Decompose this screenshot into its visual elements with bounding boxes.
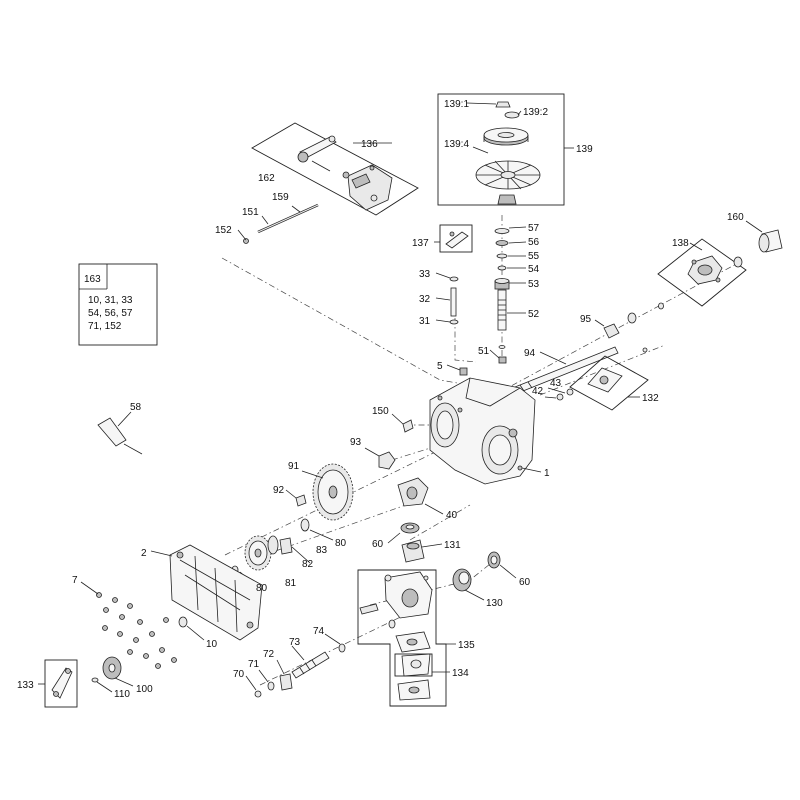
label-160: 160	[727, 212, 744, 223]
group-132	[544, 347, 649, 411]
label-83: 83	[316, 545, 328, 556]
label-152: 152	[215, 225, 232, 236]
label-139-4: 139:4	[444, 139, 469, 150]
label-42: 42	[532, 386, 544, 397]
part-150	[391, 413, 414, 433]
part-130-60	[452, 551, 517, 601]
kit-line-2: 54, 56, 57	[88, 308, 133, 319]
input-shaft-stack	[489, 226, 527, 364]
part-160	[745, 220, 783, 253]
label-40: 40	[446, 510, 458, 521]
label-91: 91	[288, 461, 300, 472]
label-55: 55	[528, 251, 540, 262]
label-159: 159	[272, 192, 289, 203]
group-137	[434, 224, 473, 253]
bolts-7	[80, 581, 177, 669]
part-110	[91, 677, 113, 693]
label-139-1: 139:1	[444, 99, 469, 110]
label-70: 70	[233, 669, 245, 680]
label-32: 32	[419, 294, 431, 305]
main-housing	[429, 364, 542, 485]
label-133: 133	[17, 680, 34, 691]
label-162: 162	[258, 173, 275, 184]
group-133	[38, 659, 78, 708]
label-71: 71	[248, 659, 260, 670]
label-131: 131	[444, 540, 461, 551]
label-31: 31	[419, 316, 431, 327]
label-58: 58	[130, 402, 142, 413]
gear-91	[301, 463, 354, 521]
label-136: 136	[361, 139, 378, 150]
label-52: 52	[528, 309, 540, 320]
label-130: 130	[486, 598, 503, 609]
label-7: 7	[72, 575, 78, 586]
group-138	[657, 238, 747, 307]
label-51: 51	[478, 346, 490, 357]
kit-163-box: 163 10, 31, 33 54, 56, 57 71, 152	[78, 263, 158, 346]
label-82: 82	[302, 559, 314, 570]
part-100	[102, 656, 134, 687]
shift-rod	[237, 160, 331, 244]
label-80-a: 80	[335, 538, 347, 549]
label-150: 150	[372, 406, 389, 417]
label-80-b: 80	[256, 583, 268, 594]
label-2: 2	[141, 548, 147, 559]
label-137: 137	[412, 238, 429, 249]
label-60-b: 60	[519, 577, 531, 588]
group-135	[357, 569, 456, 707]
label-5: 5	[437, 361, 443, 372]
label-74: 74	[313, 626, 325, 637]
label-135: 135	[458, 640, 475, 651]
part-92	[285, 489, 307, 507]
label-92: 92	[273, 485, 285, 496]
gear-93	[364, 447, 396, 470]
label-57: 57	[528, 223, 540, 234]
label-10: 10	[206, 639, 218, 650]
fan	[475, 160, 541, 190]
label-139: 139	[576, 144, 593, 155]
group-139	[437, 93, 574, 206]
label-94: 94	[524, 348, 536, 359]
shaft-31-33	[435, 272, 459, 325]
part-40	[397, 477, 444, 515]
kit-line-3: 71, 152	[88, 321, 122, 332]
label-132: 132	[642, 393, 659, 404]
label-54: 54	[528, 264, 540, 275]
group-136	[251, 122, 419, 216]
label-1: 1	[544, 468, 550, 479]
part-10	[178, 616, 205, 641]
label-139-2: 139:2	[523, 107, 548, 118]
label-73: 73	[289, 637, 301, 648]
label-43: 43	[550, 378, 562, 389]
label-33: 33	[419, 269, 431, 280]
label-93: 93	[350, 437, 362, 448]
shaft-73	[245, 633, 346, 698]
label-60-a: 60	[372, 539, 384, 550]
cover-2	[150, 544, 263, 641]
kit-line-1: 10, 31, 33	[88, 295, 133, 306]
label-138: 138	[672, 238, 689, 249]
label-95: 95	[580, 314, 592, 325]
label-110: 110	[114, 689, 130, 700]
label-53: 53	[528, 279, 540, 290]
part-58	[97, 411, 143, 455]
label-81: 81	[285, 578, 297, 589]
label-151: 151	[242, 207, 259, 218]
label-56: 56	[528, 237, 540, 248]
kit-number: 163	[84, 274, 101, 285]
label-72: 72	[263, 649, 275, 660]
label-134: 134	[452, 668, 469, 679]
part-number-labels: 1 2 5 7 10 31 32 33 40 42 43 51 52 53 54…	[17, 99, 744, 700]
part-60-131	[387, 522, 443, 563]
label-100: 100	[136, 684, 153, 695]
